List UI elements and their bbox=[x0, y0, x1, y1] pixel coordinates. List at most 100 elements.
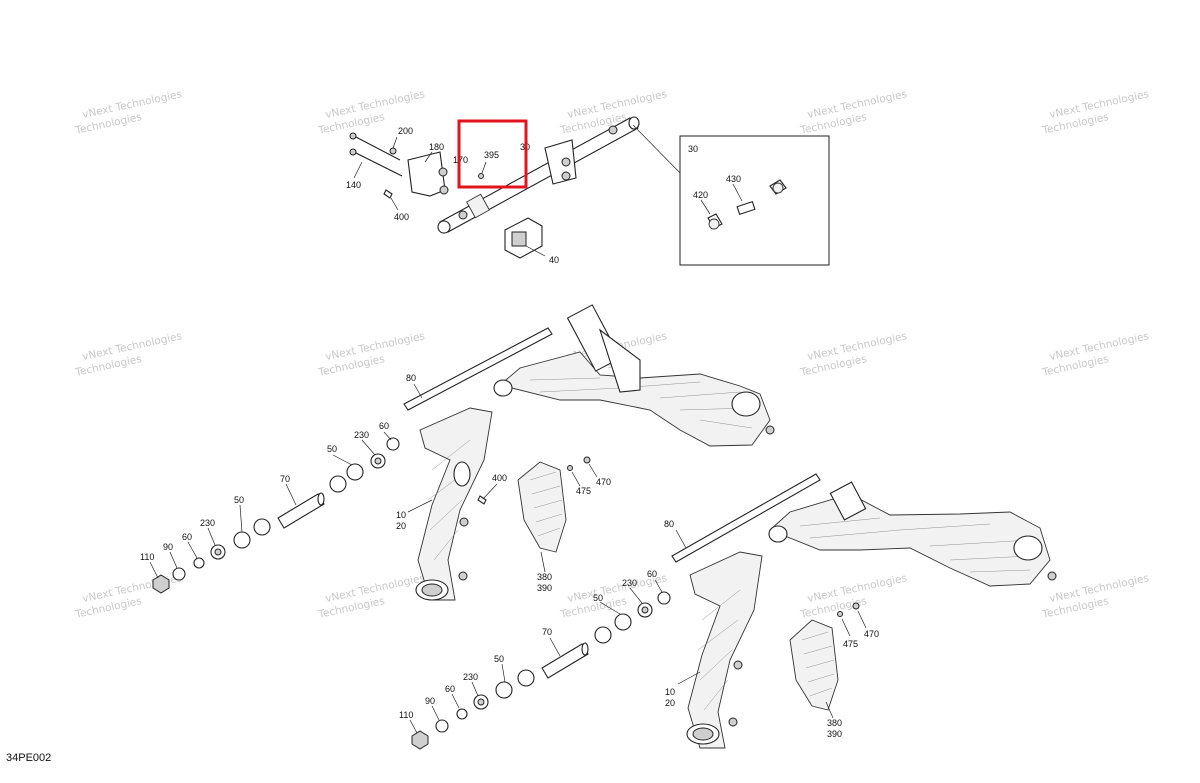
callout-60[interactable]: 60 bbox=[445, 684, 455, 694]
callout-230[interactable]: 230 bbox=[463, 672, 478, 682]
sway-bar-bushing[interactable] bbox=[466, 193, 490, 219]
bushing-50[interactable] bbox=[614, 613, 632, 631]
lower-callouts: 80 60 230 50 70 50 230 60 90 110 10 20 4… bbox=[399, 519, 879, 739]
seal-60[interactable] bbox=[386, 437, 400, 451]
callout-80[interactable]: 80 bbox=[664, 519, 674, 529]
screw-470[interactable] bbox=[583, 456, 591, 464]
callout-50[interactable]: 50 bbox=[234, 495, 244, 505]
callout-80[interactable]: 80 bbox=[406, 373, 416, 383]
callout-60[interactable]: 60 bbox=[647, 569, 657, 579]
callout-60[interactable]: 60 bbox=[379, 421, 389, 431]
wheel-hub-mount[interactable] bbox=[731, 391, 761, 417]
retaining-clip[interactable] bbox=[383, 189, 393, 199]
washer bbox=[389, 147, 397, 155]
arm-protector[interactable] bbox=[789, 619, 839, 711]
callout-20[interactable]: 20 bbox=[665, 698, 675, 708]
callout-170[interactable]: 170 bbox=[453, 155, 468, 165]
retaining-clip[interactable] bbox=[477, 495, 487, 505]
part-395[interactable] bbox=[478, 173, 484, 179]
arm-bushing bbox=[493, 379, 513, 397]
bushing-50[interactable] bbox=[329, 475, 347, 493]
callout-230[interactable]: 230 bbox=[354, 430, 369, 440]
callout-380[interactable]: 380 bbox=[827, 718, 842, 728]
pivot-shaft[interactable] bbox=[403, 327, 553, 411]
callout-110[interactable]: 110 bbox=[140, 552, 154, 562]
nut-110[interactable] bbox=[411, 730, 429, 750]
callout-50[interactable]: 50 bbox=[327, 444, 337, 454]
callout-70[interactable]: 70 bbox=[542, 627, 552, 637]
bushing-430[interactable] bbox=[736, 201, 756, 215]
callout-390[interactable]: 390 bbox=[537, 583, 552, 593]
bushing-50[interactable] bbox=[253, 518, 271, 536]
bushing-50[interactable] bbox=[594, 626, 612, 644]
seal-60[interactable] bbox=[193, 557, 205, 569]
sway-bar-link-bracket[interactable] bbox=[544, 139, 577, 185]
callout-20[interactable]: 20 bbox=[396, 521, 406, 531]
wheel-hub-mount[interactable] bbox=[1013, 535, 1043, 561]
callout-470[interactable]: 470 bbox=[864, 629, 879, 639]
diagram-code: 34PE002 bbox=[6, 752, 52, 764]
shock-mount[interactable] bbox=[566, 304, 622, 372]
callout-10[interactable]: 10 bbox=[665, 687, 675, 697]
callout-475[interactable]: 475 bbox=[576, 486, 591, 496]
arm-protector[interactable] bbox=[517, 461, 567, 553]
leader-line bbox=[549, 637, 561, 657]
bushing-50[interactable] bbox=[495, 681, 513, 699]
spacer-tube[interactable] bbox=[277, 493, 325, 529]
callout-475[interactable]: 475 bbox=[843, 639, 858, 649]
washer-90[interactable] bbox=[172, 567, 186, 581]
callout-390[interactable]: 390 bbox=[827, 729, 842, 739]
mid-left-leaders bbox=[149, 383, 598, 579]
control-arm[interactable] bbox=[417, 407, 493, 601]
bolt[interactable] bbox=[353, 151, 403, 177]
bushing-50[interactable] bbox=[233, 531, 251, 549]
callout-420[interactable]: 420 bbox=[693, 190, 708, 200]
seal-60[interactable] bbox=[456, 708, 468, 720]
callout-200[interactable]: 200 bbox=[398, 126, 413, 136]
callout-140[interactable]: 140 bbox=[346, 180, 361, 190]
callout-60[interactable]: 60 bbox=[182, 532, 192, 542]
callout-50[interactable]: 50 bbox=[593, 593, 603, 603]
callout-40[interactable]: 40 bbox=[549, 255, 559, 265]
callout-110[interactable]: 110 bbox=[399, 710, 413, 720]
sway-bar-washer bbox=[458, 210, 468, 220]
callout-10[interactable]: 10 bbox=[396, 510, 406, 520]
sway-bar-shaft[interactable] bbox=[439, 117, 639, 233]
spacer-tube[interactable] bbox=[541, 643, 589, 679]
lower-leaders bbox=[409, 529, 867, 734]
callout-230[interactable]: 230 bbox=[200, 518, 215, 528]
screw-470[interactable] bbox=[852, 602, 860, 610]
bushing-50[interactable] bbox=[517, 669, 535, 687]
callout-400[interactable]: 400 bbox=[394, 212, 409, 222]
callout-90[interactable]: 90 bbox=[163, 542, 173, 552]
detail-frame bbox=[679, 135, 830, 266]
seal-60[interactable] bbox=[657, 591, 671, 605]
bushing-50[interactable] bbox=[346, 463, 364, 481]
trailing-arm-body[interactable] bbox=[499, 351, 771, 447]
callout-180[interactable]: 180 bbox=[429, 142, 444, 152]
left-trailing-arm-assembly bbox=[152, 304, 775, 601]
callout-50[interactable]: 50 bbox=[494, 654, 504, 664]
callout-430[interactable]: 430 bbox=[726, 174, 741, 184]
nut-110[interactable] bbox=[152, 574, 170, 594]
callout-400[interactable]: 400 bbox=[492, 473, 507, 483]
trailing-arm-body[interactable] bbox=[769, 493, 1051, 587]
leader-line bbox=[149, 561, 159, 579]
bolt[interactable] bbox=[353, 135, 401, 161]
shock-mount[interactable] bbox=[829, 481, 867, 521]
control-arm[interactable] bbox=[687, 551, 763, 749]
callout-70[interactable]: 70 bbox=[280, 474, 290, 484]
callout-470[interactable]: 470 bbox=[596, 477, 611, 487]
pivot-shaft[interactable] bbox=[671, 473, 821, 563]
sway-bar-support-bracket[interactable] bbox=[407, 151, 446, 197]
callout-380[interactable]: 380 bbox=[537, 572, 552, 582]
callout-395[interactable]: 395 bbox=[484, 150, 499, 160]
callout-90[interactable]: 90 bbox=[425, 696, 435, 706]
callout-230[interactable]: 230 bbox=[622, 578, 637, 588]
washer-90[interactable] bbox=[435, 719, 449, 733]
spacer-end bbox=[581, 642, 589, 656]
arm-bushing bbox=[768, 525, 788, 543]
